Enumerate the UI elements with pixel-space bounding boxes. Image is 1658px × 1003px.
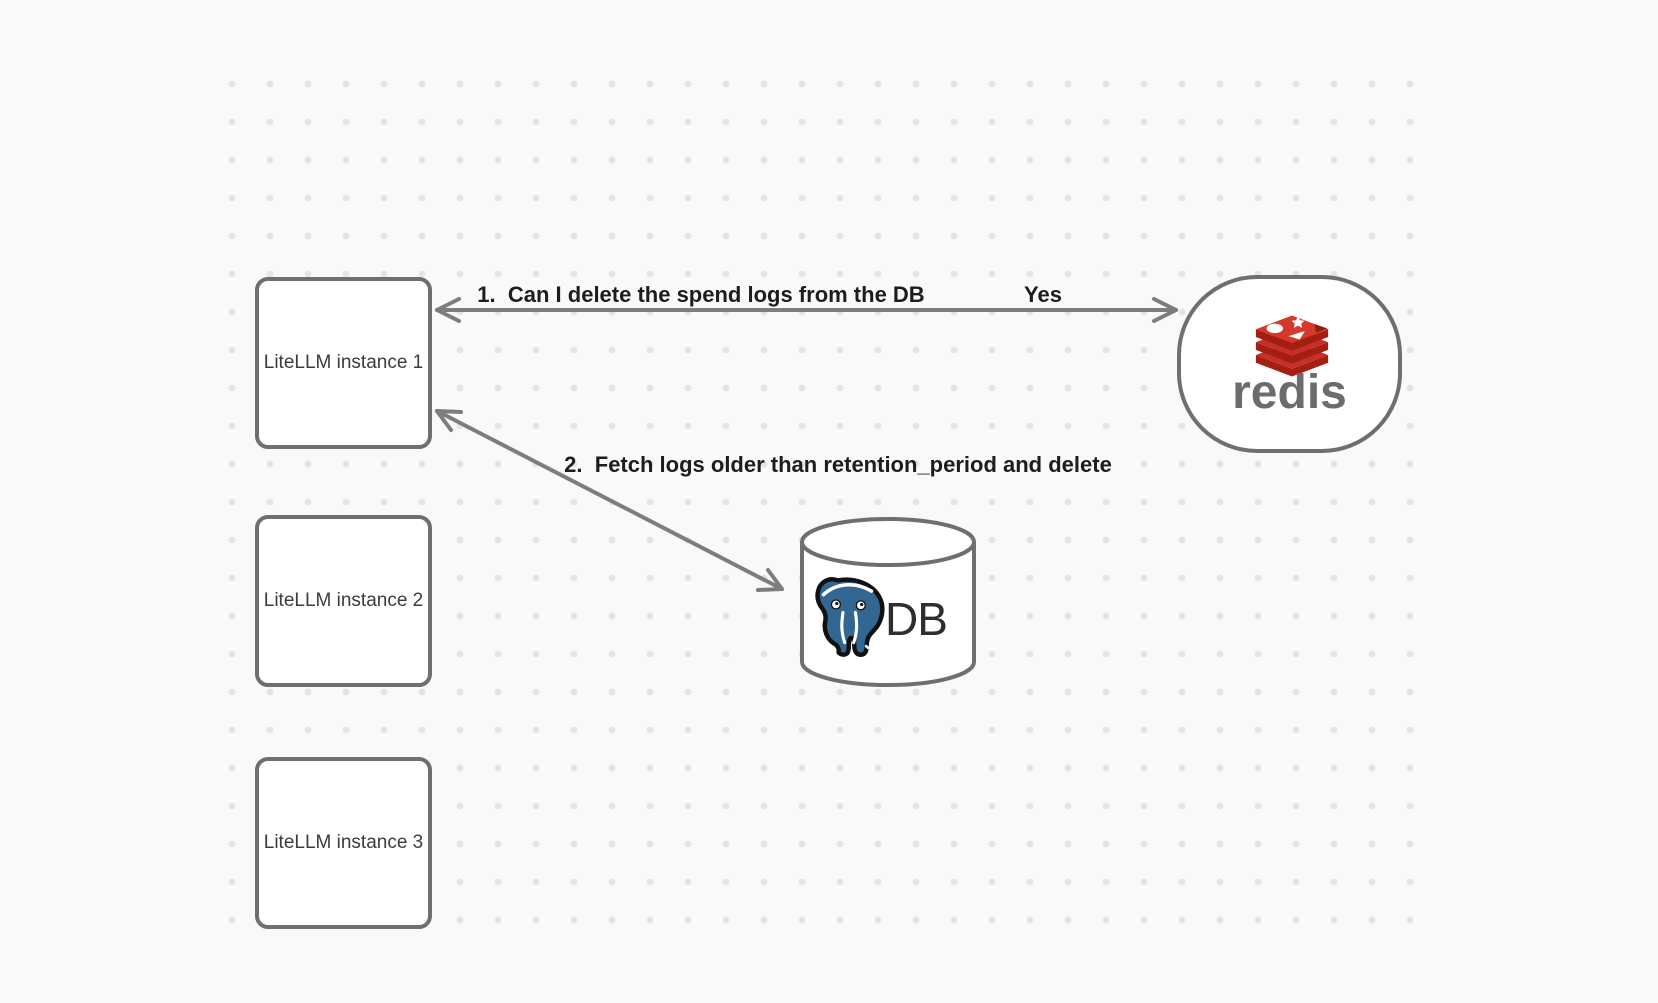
edge-label-1: 1. Can I delete the spend logs from the … (477, 282, 925, 307)
node-litellm-instance-1: LiteLLM instance 1 (255, 277, 432, 449)
node-label: LiteLLM instance 1 (263, 352, 424, 373)
redis-logo-icon (1255, 315, 1329, 377)
edge-label-yes: Yes (1024, 282, 1062, 307)
node-label: LiteLLM instance 3 (263, 832, 424, 853)
node-db: DB (799, 516, 977, 688)
node-redis: redis (1177, 275, 1402, 453)
node-label: LiteLLM instance 2 (263, 590, 424, 611)
edge-label-2: 2. Fetch logs older than retention_perio… (564, 452, 1112, 477)
postgresql-elephant-icon (815, 577, 885, 657)
node-litellm-instance-3: LiteLLM instance 3 (255, 757, 432, 929)
db-label: DB (885, 593, 948, 645)
redis-wordmark: redis (1232, 366, 1347, 419)
node-litellm-instance-2: LiteLLM instance 2 (255, 515, 432, 687)
